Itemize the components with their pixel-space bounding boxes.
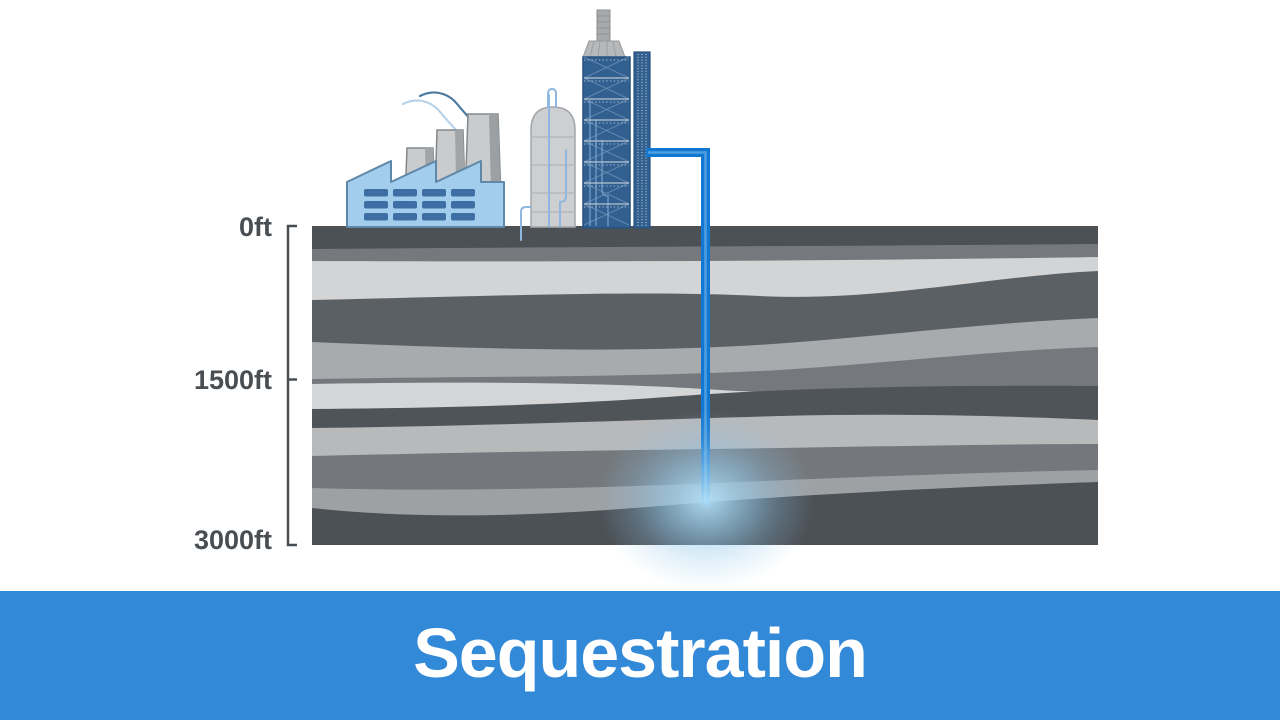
drilling-tower-icon [582,9,631,229]
ground-strata [312,226,1098,545]
storage-tank-icon [520,87,576,241]
depth-label-3000ft: 3000ft [193,525,272,555]
depth-label-0ft: 0ft [239,212,272,242]
title-banner: Sequestration [0,591,1280,720]
factory-icon [346,160,505,228]
side-tower-icon [633,51,651,229]
depth-scale-bracket [286,224,297,547]
page-title: Sequestration [413,613,868,692]
co2-plume-glow [598,410,814,590]
injection-pipe [646,148,710,506]
depth-label-1500ft: 1500ft [193,365,272,395]
factory-windows [364,189,475,221]
